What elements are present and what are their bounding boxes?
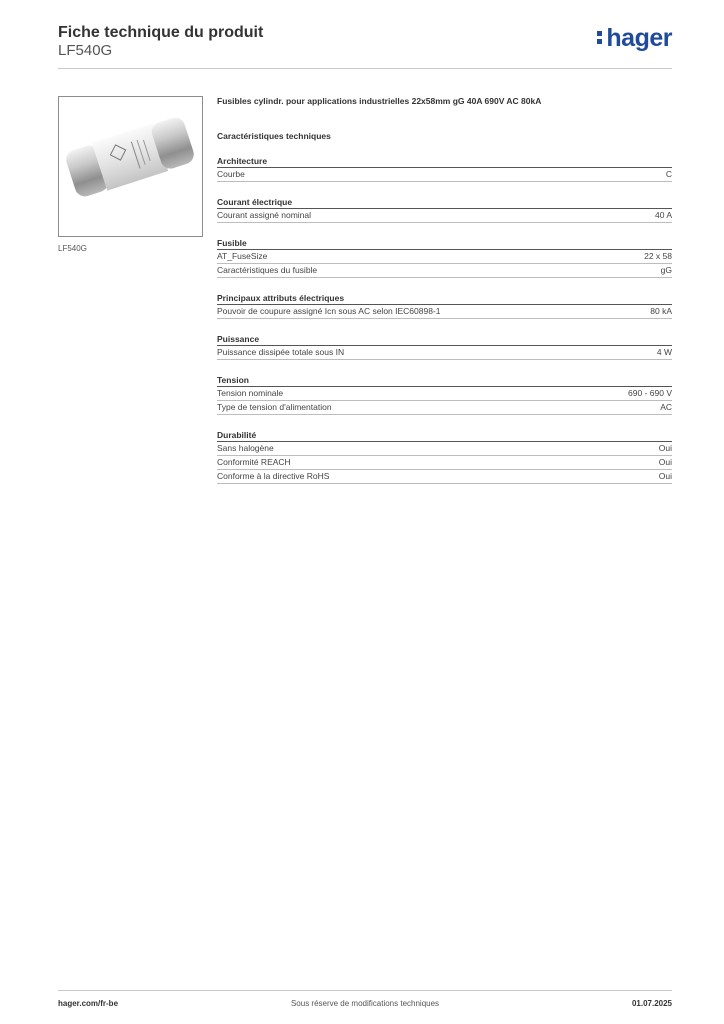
footer-notice: Sous réserve de modifications techniques: [290, 999, 440, 1008]
spec-value: Oui: [658, 443, 672, 453]
spec-label: Courant assigné nominal: [217, 210, 312, 220]
spec-group-durabilite: Durabilité Sans halogène Oui Conformité …: [217, 430, 672, 484]
spec-row: Conformité REACH Oui: [217, 456, 672, 470]
footer-date: 01.07.2025: [631, 999, 672, 1008]
spec-value: AC: [660, 402, 672, 412]
fuse-cartridge-image: [66, 117, 194, 197]
spec-group-title: Tension: [217, 375, 672, 387]
spec-label: Conformité REACH: [217, 457, 291, 467]
logo-text: hager: [606, 24, 672, 52]
spec-row: Courant assigné nominal 40 A: [217, 209, 672, 223]
spec-group-title: Puissance: [217, 334, 672, 346]
spec-row: Tension nominale 690 - 690 V: [217, 387, 672, 401]
spec-value: 690 - 690 V: [628, 388, 672, 398]
product-description: Fusibles cylindr. pour applications indu…: [217, 96, 542, 106]
spec-label: Conforme à la directive RoHS: [217, 471, 330, 481]
image-caption: LF540G: [58, 244, 87, 253]
spec-value: 40 A: [654, 210, 672, 220]
spec-value: gG: [660, 265, 672, 275]
spec-group-architecture: Architecture Courbe C: [217, 156, 672, 182]
spec-row: Courbe C: [217, 168, 672, 182]
spec-group-title: Durabilité: [217, 430, 672, 442]
spec-label: Puissance dissipée totale sous IN: [217, 347, 345, 357]
spec-group-title: Architecture: [217, 156, 672, 168]
spec-row: Type de tension d'alimentation AC: [217, 401, 672, 415]
product-reference: LF540G: [58, 42, 113, 59]
spec-group-attributs: Principaux attributs électriques Pouvoir…: [217, 293, 672, 319]
hager-logo[interactable]: hager: [597, 24, 672, 53]
spec-label: Sans halogène: [217, 443, 274, 453]
spec-label: AT_FuseSize: [217, 251, 268, 261]
spec-group-title: Courant électrique: [217, 197, 672, 209]
spec-group-tension: Tension Tension nominale 690 - 690 V Typ…: [217, 375, 672, 415]
spec-label: Type de tension d'alimentation: [217, 402, 332, 412]
spec-row: Caractéristiques du fusible gG: [217, 264, 672, 278]
spec-label: Courbe: [217, 169, 245, 179]
spec-label: Pouvoir de coupure assigné Icn sous AC s…: [217, 306, 441, 316]
spec-row: Sans halogène Oui: [217, 442, 672, 456]
spec-value: Oui: [658, 471, 672, 481]
document-title: Fiche technique du produit: [58, 24, 264, 41]
spec-value: C: [665, 169, 672, 179]
spec-group-courant: Courant électrique Courant assigné nomin…: [217, 197, 672, 223]
page-header: Fiche technique du produit LF540G hager: [58, 22, 672, 69]
page-footer: hager.com/fr-be Sous réserve de modifica…: [58, 990, 672, 1013]
spec-label: Caractéristiques du fusible: [217, 265, 318, 275]
footer-website-link[interactable]: hager.com/fr-be: [58, 999, 119, 1008]
spec-group-fusible: Fusible AT_FuseSize 22 x 58 Caractéristi…: [217, 238, 672, 278]
spec-row: Pouvoir de coupure assigné Icn sous AC s…: [217, 305, 672, 319]
spec-group-puissance: Puissance Puissance dissipée totale sous…: [217, 334, 672, 360]
logo-dots-icon: [597, 28, 603, 47]
spec-group-title: Principaux attributs électriques: [217, 293, 672, 305]
spec-row: Puissance dissipée totale sous IN 4 W: [217, 346, 672, 360]
spec-label: Tension nominale: [217, 388, 284, 398]
spec-value: Oui: [658, 457, 672, 467]
spec-value: 80 kA: [650, 306, 672, 316]
spec-row: Conforme à la directive RoHS Oui: [217, 470, 672, 484]
spec-value: 4 W: [656, 347, 672, 357]
spec-value: 22 x 58: [644, 251, 672, 261]
main-content: Fusibles cylindr. pour applications indu…: [217, 96, 672, 484]
spec-group-title: Fusible: [217, 238, 672, 250]
specs-heading: Caractéristiques techniques: [217, 131, 331, 141]
product-image: [58, 96, 203, 237]
spec-row: AT_FuseSize 22 x 58: [217, 250, 672, 264]
